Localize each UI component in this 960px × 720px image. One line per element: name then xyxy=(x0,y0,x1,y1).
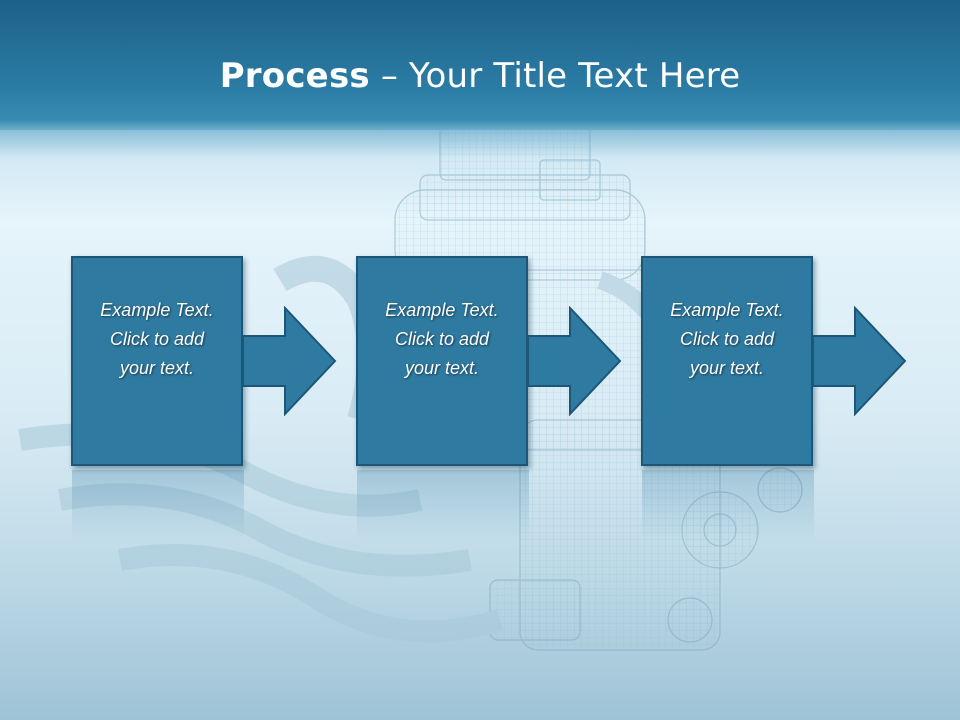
process-step-1[interactable]: Example Text. Click to add your text. xyxy=(71,256,243,466)
step-2-line-3: your text. xyxy=(404,357,480,378)
step-2-text: Example Text. Click to add your text. xyxy=(367,296,517,383)
process-step-2[interactable]: Example Text. Click to add your text. xyxy=(356,256,528,466)
step-3-line-3: your text. xyxy=(689,357,765,378)
title-bar: Process – Your Title Text Here xyxy=(0,0,960,158)
process-step-3[interactable]: Example Text. Click to add your text. xyxy=(641,256,813,466)
step-2-line-1: Example Text. xyxy=(385,299,499,320)
step-3-line-1: Example Text. xyxy=(670,299,784,320)
slide-title[interactable]: Process – Your Title Text Here xyxy=(0,54,960,98)
step-2-line-2: Click to add xyxy=(394,328,490,349)
step-3-text: Example Text. Click to add your text. xyxy=(652,296,802,383)
step-1-reflection xyxy=(72,470,244,540)
title-rest: – Your Title Text Here xyxy=(369,56,741,96)
step-1-line-1: Example Text. xyxy=(100,299,214,320)
arrow-right-icon xyxy=(243,306,337,416)
title-bold: Process xyxy=(219,56,370,96)
step-3-line-2: Click to add xyxy=(679,328,775,349)
step-3-reflection xyxy=(642,470,814,540)
step-1-line-2: Click to add xyxy=(109,328,205,349)
step-2-reflection xyxy=(357,470,529,540)
arrow-right-icon xyxy=(528,306,622,416)
step-1-text: Example Text. Click to add your text. xyxy=(82,296,232,383)
arrow-right-icon xyxy=(813,306,907,416)
step-1-line-3: your text. xyxy=(119,357,195,378)
